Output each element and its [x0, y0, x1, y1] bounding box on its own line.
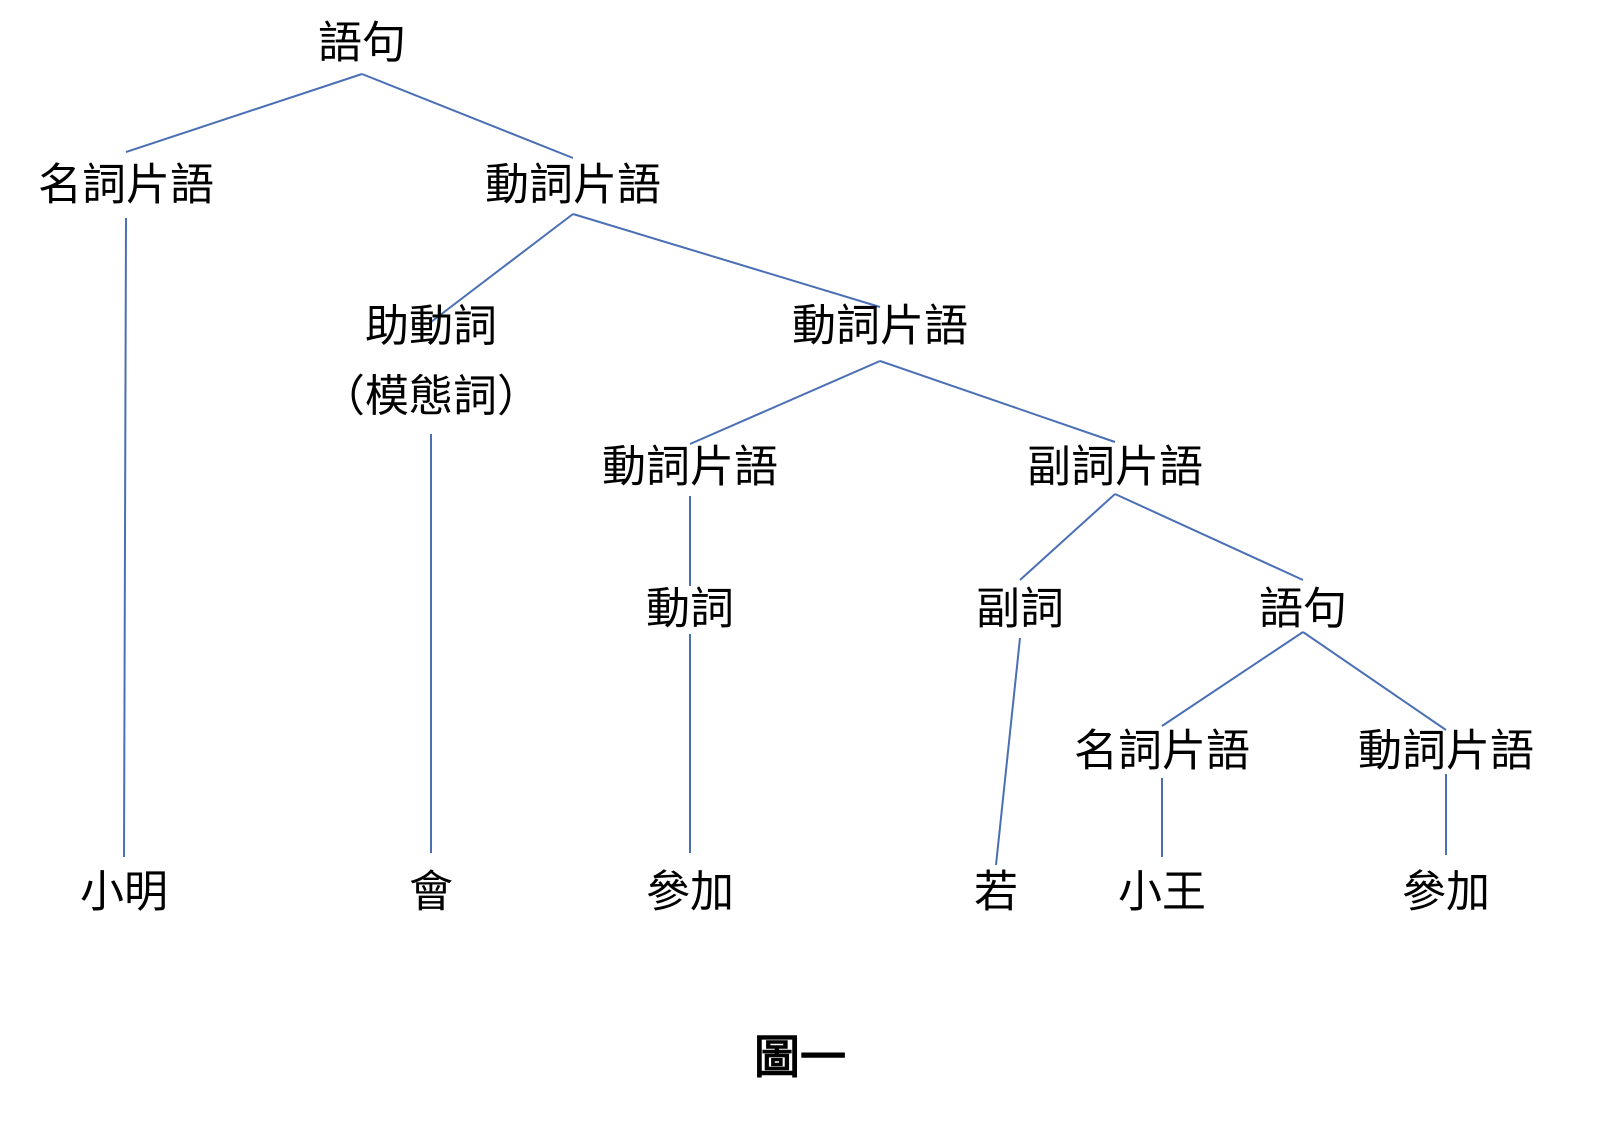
- node-adverb: 副詞: [976, 583, 1064, 635]
- leaf-xiaoming: 小明: [80, 866, 168, 918]
- figure-caption: 圖一: [754, 1030, 846, 1084]
- leaf-xiaowang: 小王: [1118, 866, 1206, 918]
- leaf-ruo: 若: [974, 866, 1018, 918]
- edge-n1-n3: [123, 217, 127, 858]
- node-adverb-phrase: 副詞片語: [1027, 441, 1203, 493]
- edge-n5-n8: [879, 360, 1116, 443]
- edge-n5-n7: [689, 360, 881, 445]
- edge-n12-n14: [1161, 631, 1304, 727]
- edge-n12-n15: [1302, 631, 1447, 731]
- node-verb: 動詞: [646, 583, 734, 635]
- edge-n11-n13: [995, 637, 1021, 866]
- edge-n0-n2: [361, 73, 574, 159]
- edge-n8-n11: [1019, 493, 1116, 581]
- node-auxiliary-verb-sublabel: （模態詞）: [321, 371, 541, 422]
- node-verb-phrase-sub: 動詞片語: [1358, 725, 1534, 777]
- edge-n2-n4: [430, 213, 574, 323]
- node-sentence-root: 語句: [318, 17, 406, 69]
- leaf-canjia-1: 參加: [646, 866, 734, 918]
- node-verb-phrase-inner: 動詞片語: [792, 300, 968, 352]
- node-noun-phrase-sub: 名詞片語: [1074, 725, 1250, 777]
- edge-n2-n5: [572, 213, 881, 308]
- edge-n8-n12: [1114, 493, 1304, 581]
- node-verb-phrase-left: 動詞片語: [602, 441, 778, 493]
- leaf-hui: 會: [409, 866, 453, 918]
- leaf-canjia-2: 參加: [1402, 866, 1490, 918]
- node-noun-phrase-subject: 名詞片語: [38, 159, 214, 211]
- edge-n0-n1: [125, 73, 363, 153]
- node-auxiliary-verb-label: 助動詞: [365, 301, 497, 352]
- node-sentence-sub: 語句: [1259, 583, 1347, 635]
- node-auxiliary-verb: 助動詞 （模態詞）: [321, 292, 541, 432]
- node-verb-phrase-main: 動詞片語: [485, 159, 661, 211]
